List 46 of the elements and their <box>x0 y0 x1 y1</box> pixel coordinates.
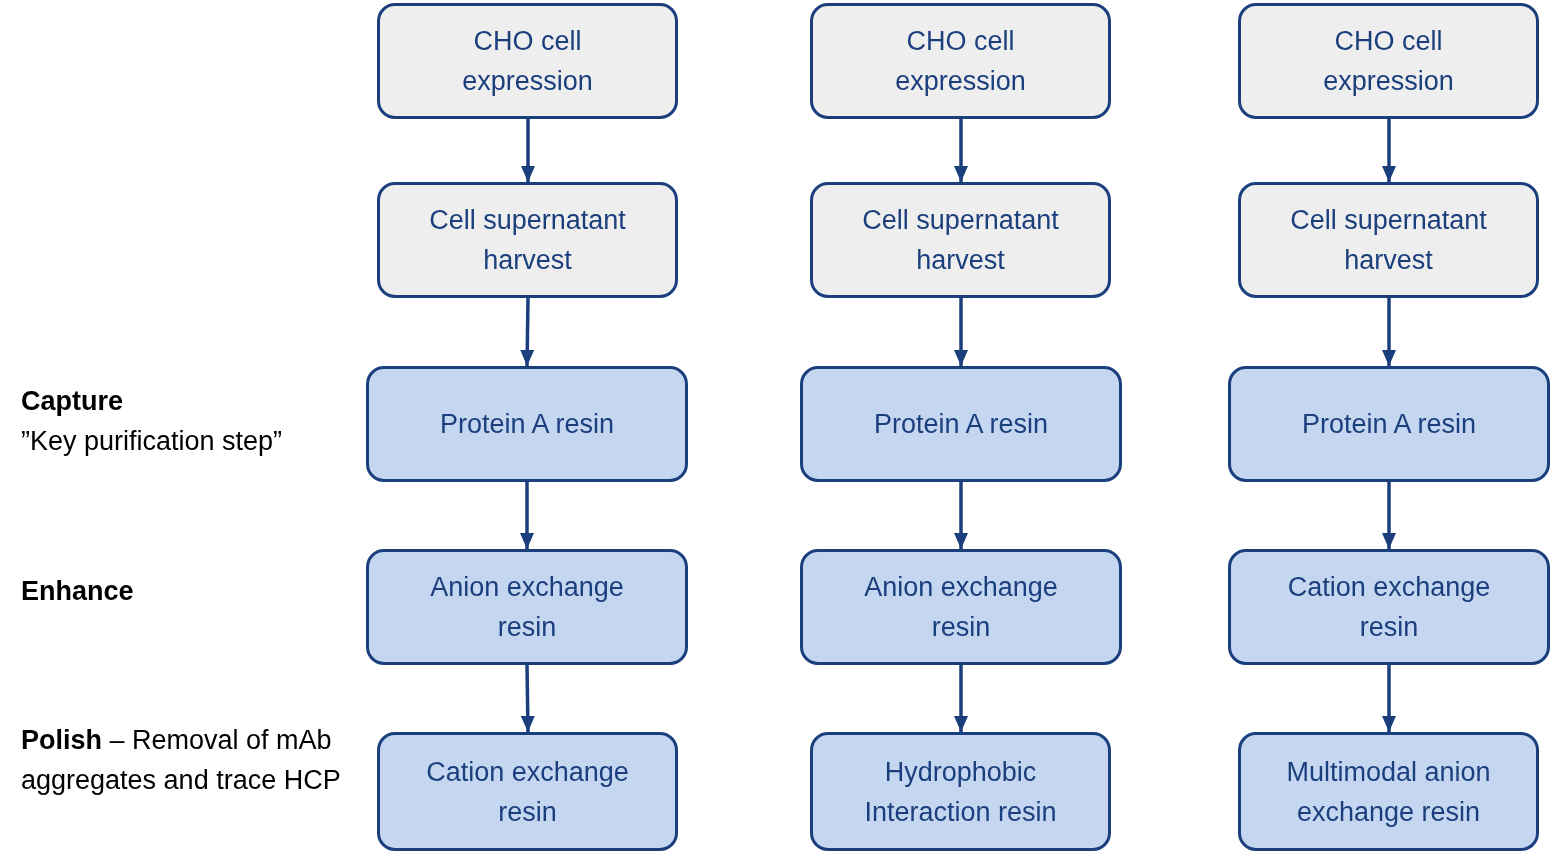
process-box <box>1228 549 1550 665</box>
arrow <box>520 297 535 367</box>
step-label: Cell supernatant harvest <box>861 204 1060 277</box>
arrow <box>954 482 968 549</box>
step-label: Cation exchange resin <box>1286 571 1492 644</box>
process-box <box>810 3 1111 119</box>
arrow <box>521 119 535 182</box>
process-box <box>800 549 1122 665</box>
step-label: Protein A resin <box>873 408 1049 441</box>
stage-heading: Enhance <box>21 575 134 608</box>
step-label: Protein A resin <box>439 408 615 441</box>
process-box <box>800 366 1122 482</box>
step-label: CHO cell expression <box>461 25 594 98</box>
arrow <box>1382 119 1396 182</box>
arrow <box>1382 665 1396 732</box>
step-label: CHO cell expression <box>894 25 1027 98</box>
process-box <box>377 182 678 298</box>
process-box <box>377 3 678 119</box>
arrow <box>1382 298 1396 366</box>
arrow <box>954 298 968 366</box>
step-label: Hydrophobic Interaction resin <box>863 755 1058 829</box>
step-label: CHO cell expression <box>1322 25 1455 98</box>
arrow <box>520 482 534 549</box>
process-box <box>810 732 1111 851</box>
step-label: Multimodal anion exchange resin <box>1285 755 1492 829</box>
stage-note: ”Key purification step” <box>21 425 283 458</box>
step-label: Anion exchange resin <box>863 571 1059 644</box>
step-label: Cell supernatant harvest <box>428 204 627 277</box>
step-label: Protein A resin <box>1301 408 1477 441</box>
arrow <box>954 665 968 732</box>
process-box <box>810 182 1111 298</box>
step-label: Anion exchange resin <box>429 571 625 644</box>
step-label: Cell supernatant harvest <box>1289 204 1488 277</box>
process-box <box>1238 182 1539 298</box>
step-label: Cation exchange resin <box>425 755 630 829</box>
stage-heading: Capture <box>21 385 123 418</box>
process-box <box>1238 3 1539 119</box>
process-box <box>377 732 678 851</box>
stage-description: Polish – Removal of mAb aggregates and trace HCP <box>21 724 342 797</box>
arrow <box>954 119 968 182</box>
process-box <box>1238 732 1539 851</box>
process-box <box>366 549 688 665</box>
process-box <box>1228 366 1550 482</box>
arrow <box>1382 482 1396 549</box>
arrow <box>520 664 535 733</box>
process-box <box>366 366 688 482</box>
